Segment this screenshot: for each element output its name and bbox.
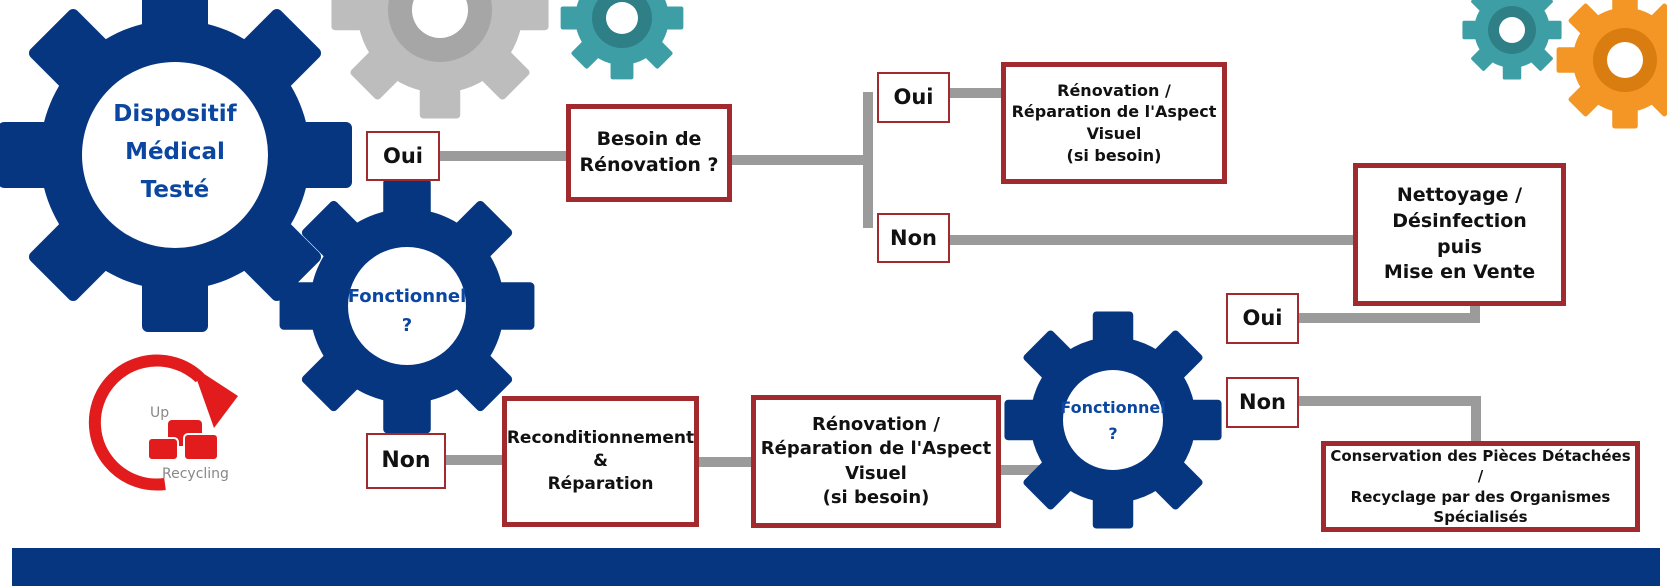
logo-up-text: Up bbox=[150, 405, 170, 421]
non-label-2: Non bbox=[877, 213, 950, 263]
footer-bar bbox=[12, 548, 1660, 586]
renovation-top-box: Rénovation / Réparation de l'Aspect Visu… bbox=[1001, 62, 1227, 184]
reconditioning-box: Reconditionnement & Réparation bbox=[502, 396, 699, 527]
functional-question-1: Fonctionnel ? bbox=[347, 286, 467, 336]
non-label-3: Non bbox=[1226, 377, 1299, 428]
oui-label-2: Oui bbox=[877, 72, 950, 123]
functional-question-2: Fonctionnel ? bbox=[1060, 398, 1166, 443]
recycling-logo-icon bbox=[88, 354, 238, 491]
main-gear-label: Dispositif Médical Testé bbox=[113, 101, 237, 203]
non-label-1: Non bbox=[366, 433, 446, 489]
connectors bbox=[440, 88, 1481, 475]
conservation-box: Conservation des Pièces Détachées / Recy… bbox=[1321, 441, 1640, 532]
oui-label-3: Oui bbox=[1226, 293, 1299, 344]
logo-recycling-text: Recycling bbox=[162, 466, 229, 482]
cleaning-sale-box: Nettoyage / Désinfection puis Mise en Ve… bbox=[1353, 163, 1566, 306]
oui-label-1: Oui bbox=[366, 131, 440, 181]
renovation-bottom-box: Rénovation / Réparation de l'Aspect Visu… bbox=[751, 395, 1001, 528]
need-renovation-box: Besoin de Rénovation ? bbox=[566, 104, 732, 202]
